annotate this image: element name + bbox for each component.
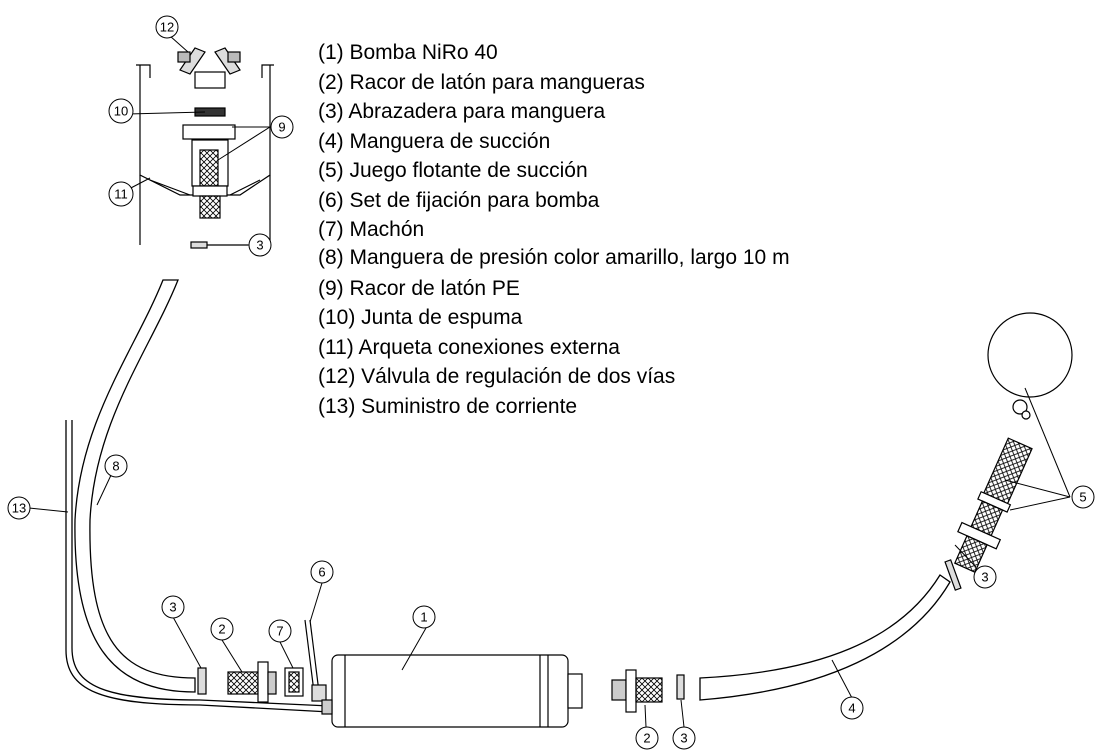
suction-float-set (953, 312, 1073, 573)
legend-item-7: (7) Machón (318, 218, 425, 241)
callout-7: 7 (276, 624, 283, 639)
legend-item-3: (3) Abrazadera para manguera (318, 100, 606, 123)
legend-item-4: (4) Manguera de succión (318, 129, 551, 153)
callout-13: 13 (12, 501, 26, 516)
legend-item-2: (2) Racor de latón para mangueras (318, 70, 645, 94)
callout-5: 5 (1079, 490, 1086, 505)
callout-11: 11 (114, 187, 128, 202)
legend-item-6: (6) Set de fijación para bomba (318, 188, 600, 212)
callout-10: 10 (114, 104, 128, 119)
legend-item-9: (9) Racor de latón PE (318, 276, 520, 300)
nipple (284, 667, 304, 697)
hose-clamp-top (190, 241, 248, 249)
pe-brass-fitting (182, 124, 236, 140)
legend-item-1: (1) Bomba NiRo 40 (318, 41, 498, 64)
pump-fixing-set (304, 619, 327, 702)
pump-body (321, 654, 583, 728)
callout-3-top: 3 (256, 238, 263, 253)
power-supply-cable (65, 420, 331, 713)
callout-2-right: 2 (643, 731, 650, 746)
callout-2-left: 2 (218, 622, 225, 637)
callout-4: 4 (848, 701, 855, 716)
callout-12: 12 (160, 20, 174, 35)
legend-item-8: (8) Manguera de presión color amarillo, … (318, 245, 790, 269)
legend-item-5: (5) Juego flotante de succión (318, 159, 588, 182)
legend-item-12: (12) Válvula de regulación de dos vías (318, 365, 676, 388)
hose-clamp-left (197, 667, 207, 695)
suction-hose (699, 574, 951, 701)
hose-clamp-right (676, 674, 685, 700)
connection-box-assembly (136, 47, 274, 249)
callout-3-left: 3 (169, 600, 176, 615)
parts-legend: (1) Bomba NiRo 40 (2) Racor de latón par… (318, 38, 838, 421)
callout-1: 1 (420, 610, 427, 625)
legend-item-10: (10) Junta de espuma (318, 306, 523, 329)
brass-fitting-right (611, 669, 663, 713)
two-way-valve (177, 47, 241, 89)
callout-6: 6 (318, 565, 325, 580)
brass-fitting-left (227, 661, 277, 703)
legend-item-11: (11) Arqueta conexiones externa (318, 335, 620, 359)
callout-3-right: 3 (680, 731, 687, 746)
pressure-hose (74, 279, 196, 693)
callout-3-float: 3 (981, 570, 988, 585)
callout-9: 9 (278, 120, 285, 135)
callout-8: 8 (112, 459, 119, 474)
hose-clamp-float (944, 559, 962, 591)
legend-item-13: (13) Suministro de corriente (318, 394, 578, 418)
